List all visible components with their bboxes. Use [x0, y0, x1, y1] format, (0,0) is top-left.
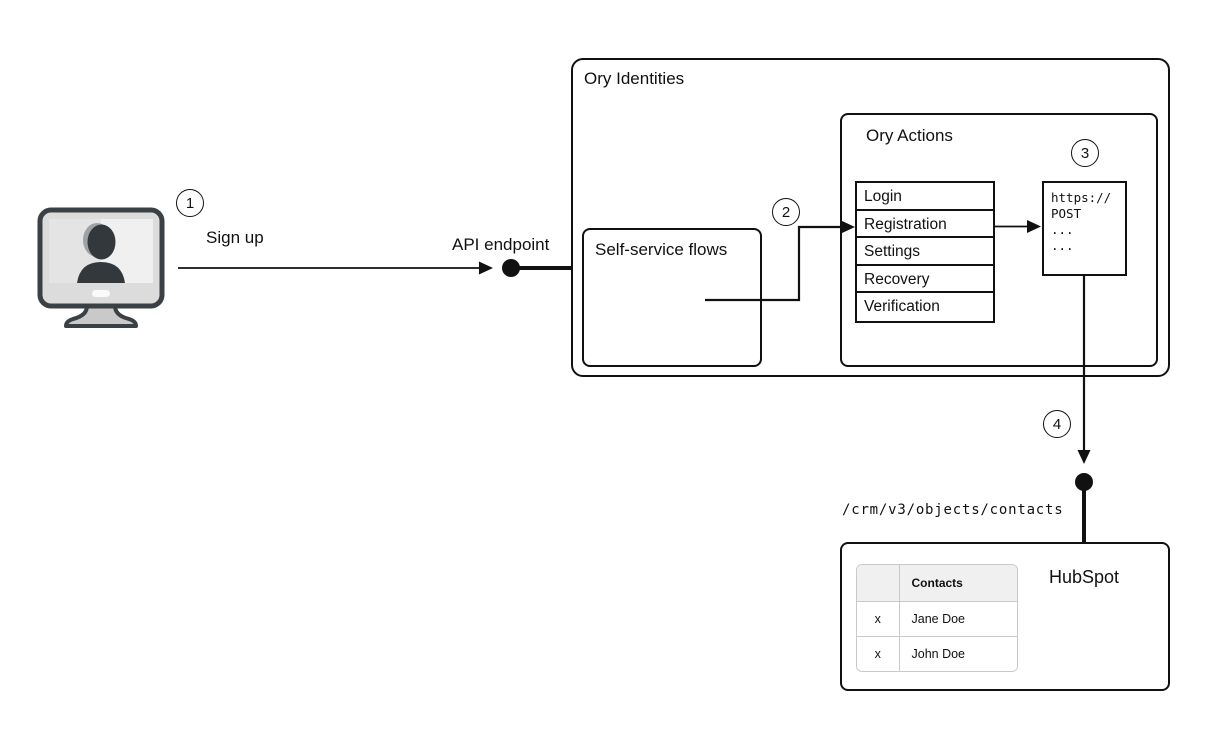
hubspot-title: HubSpot — [1049, 567, 1120, 587]
step-2-badge: 2 — [772, 198, 800, 226]
api-endpoint-label: API endpoint — [452, 235, 550, 254]
ory-actions-title: Ory Actions — [866, 126, 953, 145]
contact-row-marker: x — [857, 601, 900, 637]
hubspot-box: HubSpot Contacts x Jane Doe x John Doe — [840, 542, 1170, 691]
signup-arrowhead — [479, 261, 493, 275]
contact-row: x John Doe — [857, 636, 1017, 671]
flow-row-login: Login — [857, 183, 993, 211]
step-4-badge: 4 — [1043, 410, 1071, 438]
flow-row-verification: Verification — [864, 298, 940, 316]
contacts-header-row: Contacts — [857, 565, 1017, 602]
step-3-badge: 3 — [1071, 139, 1099, 167]
contacts-header-empty — [857, 565, 900, 602]
flow-list: Login Registration Settings Recovery Ver… — [855, 181, 995, 323]
flow-row-recovery: Recovery — [857, 266, 993, 294]
user-silhouette-shoulders — [77, 262, 125, 283]
ory-identities-title: Ory Identities — [584, 69, 685, 88]
self-service-flows-box: Self-service flows — [582, 228, 762, 367]
crm-endpoint-path-label: /crm/v3/objects/contacts — [842, 502, 1064, 518]
monitor-button — [92, 290, 110, 297]
contact-row-name: Jane Doe — [899, 601, 1017, 637]
code-line: ... — [1051, 222, 1074, 237]
contact-row: x Jane Doe — [857, 601, 1017, 637]
crm-endpoint-dot — [1075, 473, 1093, 491]
contact-row-name: John Doe — [899, 636, 1017, 671]
contacts-table: Contacts x Jane Doe x John Doe — [856, 564, 1018, 672]
code-line: ... — [1051, 238, 1074, 253]
webhook-request-box: https:// POST ... ... — [1042, 181, 1127, 276]
monitor-stand — [64, 304, 138, 328]
api-endpoint-dot — [502, 259, 520, 277]
sign-up-label: Sign up — [206, 228, 264, 247]
self-service-flows-title: Self-service flows — [595, 240, 728, 259]
user-computer-icon — [37, 207, 165, 328]
code-line: POST — [1051, 206, 1082, 221]
user-silhouette-head — [87, 224, 116, 260]
step-1-badge: 1 — [176, 189, 204, 217]
flow-row-settings: Settings — [857, 238, 993, 266]
code-line: https:// — [1051, 190, 1112, 205]
down-arrowhead — [1077, 450, 1091, 464]
contacts-header-label: Contacts — [899, 565, 1017, 602]
contact-row-marker: x — [857, 636, 900, 671]
flow-row-registration: Registration — [857, 211, 993, 239]
